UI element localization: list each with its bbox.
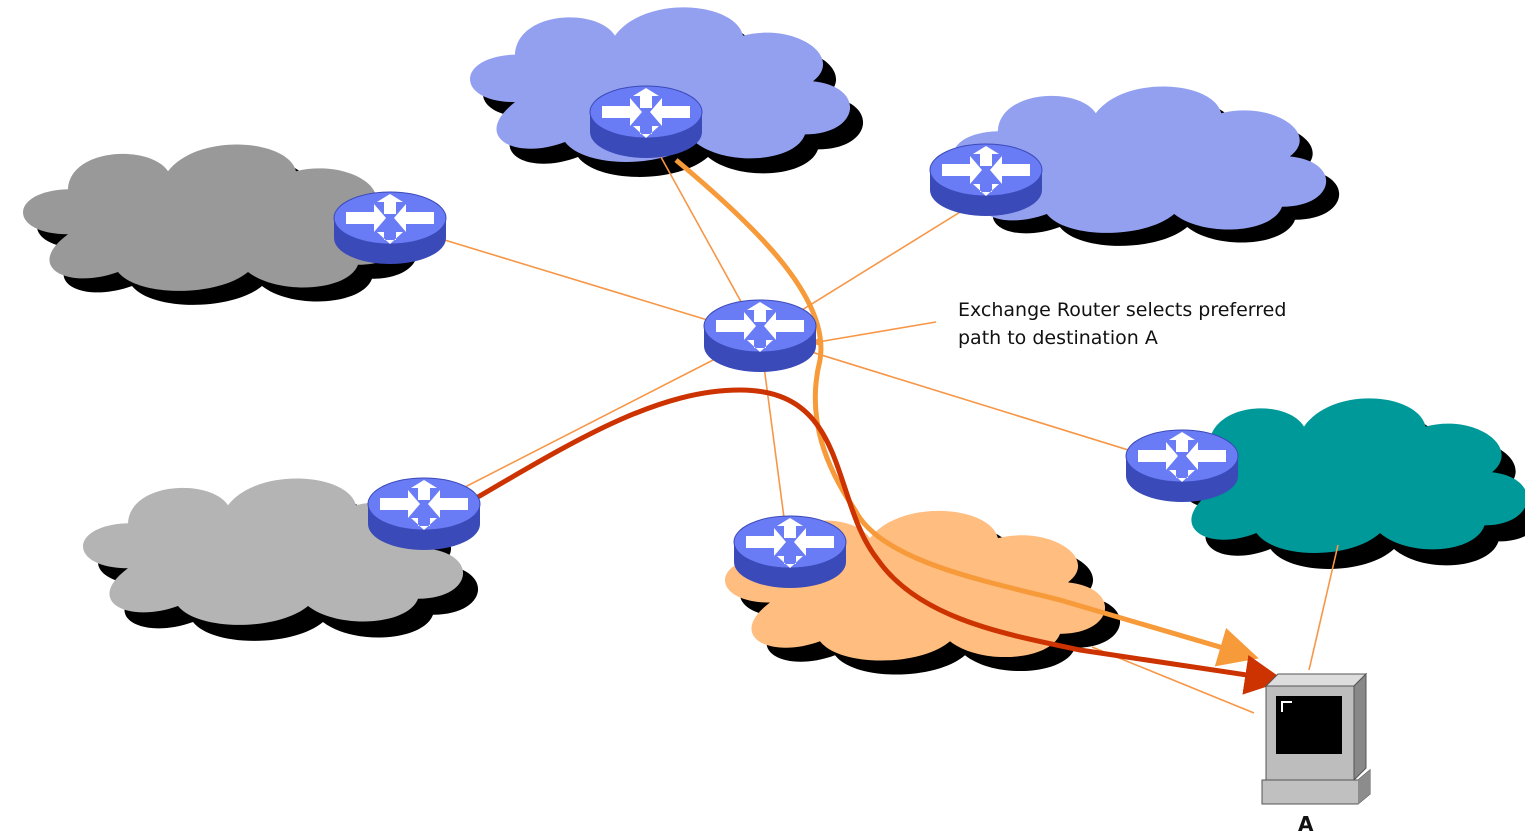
preferred-path xyxy=(674,158,1259,667)
exchange-router-icon xyxy=(703,299,817,373)
alternate-path xyxy=(450,387,1285,695)
annotation-line-1: Exchange Router selects preferred xyxy=(958,299,1287,321)
router-icon xyxy=(1125,429,1239,503)
router-icon xyxy=(333,191,447,265)
router-icon xyxy=(733,515,847,589)
router-icon xyxy=(367,477,481,551)
router-icon xyxy=(929,143,1043,217)
destination-label: A xyxy=(1298,812,1314,836)
router-icon xyxy=(589,85,703,159)
desktop-computer-icon xyxy=(1261,672,1371,805)
annotation-line-2: path to destination A xyxy=(958,327,1158,349)
exchange-router-annotation: Exchange Router selects preferred path t… xyxy=(958,296,1378,352)
